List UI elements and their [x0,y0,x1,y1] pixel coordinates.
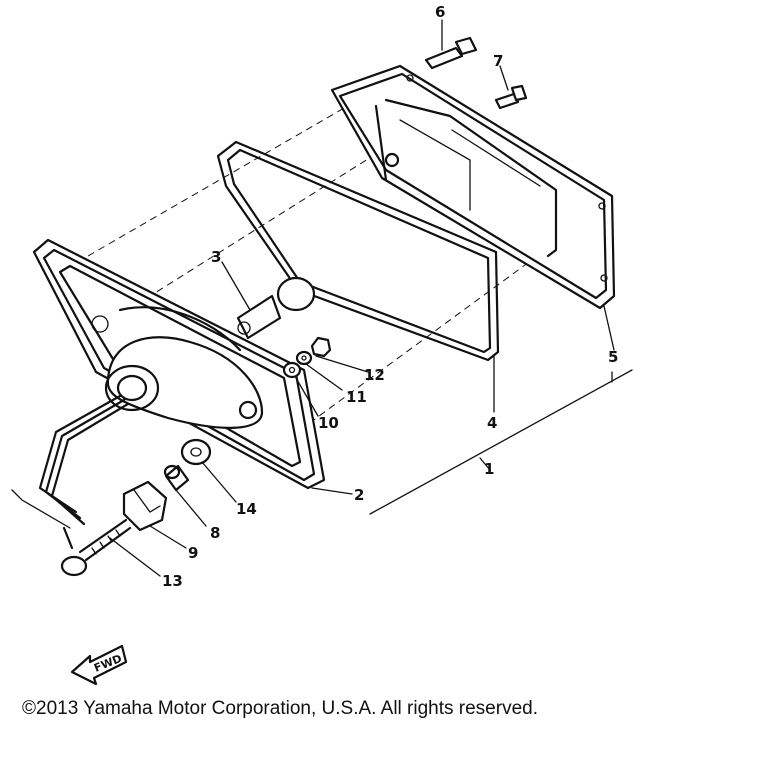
wire-harness [11,394,130,550]
screw-long [424,36,478,70]
callout-3: 3 [211,248,221,266]
callout-7: 7 [493,52,503,70]
copyright-notice: ©2013 Yamaha Motor Corporation, U.S.A. A… [22,698,538,719]
nut [310,336,332,358]
lens-gasket [216,140,500,362]
bulb [236,276,316,340]
leader-lines [109,19,615,577]
washer-lock [295,350,313,366]
collar [163,464,190,492]
reflector-body [104,306,264,429]
mounting-bolt [60,518,132,577]
callout-1: 1 [484,460,494,478]
callout-12: 12 [364,366,385,384]
rubber-mount [122,480,168,532]
washer-flat [282,361,302,379]
grommet-washer [180,438,212,466]
callout-13: 13 [162,572,183,590]
fwd-arrow-icon: FWD [70,644,128,686]
callout-9: 9 [188,544,198,562]
callout-14: 14 [236,500,257,518]
callout-4: 4 [487,414,497,432]
lamp-housing [330,64,616,310]
callout-8: 8 [210,524,220,542]
callout-10: 10 [318,414,339,432]
callout-11: 11 [346,388,367,406]
screw-short [494,84,528,110]
callout-5: 5 [608,348,618,366]
callout-2: 2 [354,486,364,504]
bracket-line [369,369,633,515]
callout-6: 6 [435,3,445,21]
